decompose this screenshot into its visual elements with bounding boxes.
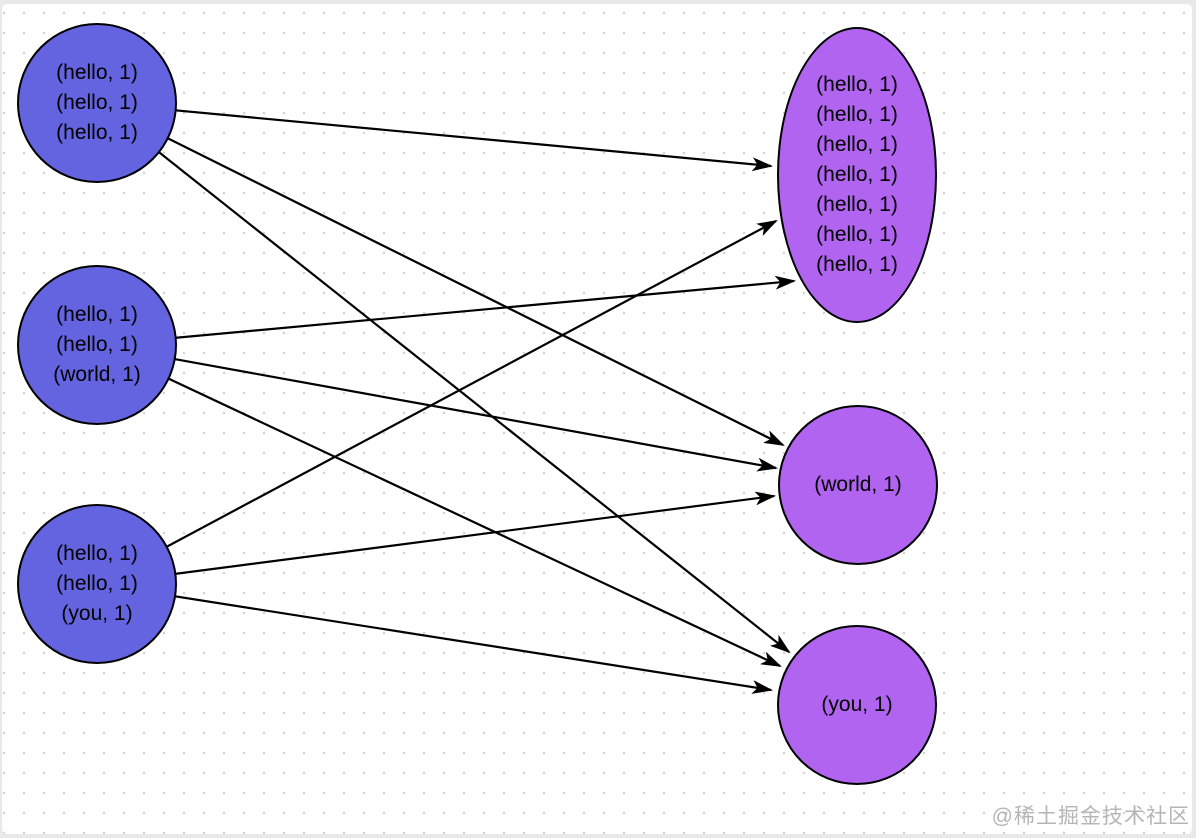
edge-mapper1-reducer-you: [96, 102, 789, 652]
reducer-node-world: (world, 1): [778, 405, 938, 565]
node-label-line: (world, 1): [53, 363, 141, 386]
reducer-node-hello: (hello, 1) (hello, 1) (hello, 1) (hello,…: [777, 27, 937, 323]
node-label-line: (hello, 1): [816, 223, 898, 246]
edge-mapper1-reducer-world: [96, 102, 783, 446]
mapper-node-2: (hello, 1) (hello, 1) (world, 1): [17, 265, 177, 425]
edge-mapper3-reducer-world: [96, 496, 774, 586]
edge-mapper2-reducer-hello: [96, 281, 794, 347]
node-label-line: (hello, 1): [816, 73, 898, 96]
edge-mapper3-reducer-hello: [96, 221, 776, 585]
node-label-line: (hello, 1): [816, 193, 898, 216]
mapper-node-3: (hello, 1) (hello, 1) (you, 1): [17, 504, 177, 664]
node-label-line: (hello, 1): [56, 91, 138, 114]
juejin-watermark: @稀土掘金技术社区: [991, 805, 1190, 828]
edge-mapper2-reducer-world: [96, 343, 776, 468]
edge-mapper1-reducer-hello: [96, 101, 771, 166]
node-label-line: (world, 1): [814, 473, 902, 496]
node-label-line: (hello, 1): [816, 133, 898, 156]
mapper-node-1: (hello, 1) (hello, 1) (hello, 1): [17, 23, 177, 183]
node-label-line: (hello, 1): [56, 121, 138, 144]
node-label-line: (hello, 1): [816, 103, 898, 126]
node-label-line: (hello, 1): [56, 333, 138, 356]
node-label-line: (hello, 1): [56, 572, 138, 595]
node-label-line: (you, 1): [821, 693, 893, 716]
node-label-line: (hello, 1): [56, 61, 138, 84]
diagram-canvas: (hello, 1) (hello, 1) (hello, 1) (hello,…: [2, 4, 1192, 834]
node-label-line: (hello, 1): [56, 303, 138, 326]
node-label-line: (you, 1): [61, 602, 133, 625]
node-label-line: (hello, 1): [816, 253, 898, 276]
edge-layer: [96, 101, 1192, 834]
edge-mapper3-reducer-you: [96, 582, 771, 690]
node-label-line: (hello, 1): [56, 542, 138, 565]
edge-mapper2-reducer-you: [96, 344, 780, 667]
reducer-node-you: (you, 1): [777, 625, 937, 785]
node-label-line: (hello, 1): [816, 163, 898, 186]
